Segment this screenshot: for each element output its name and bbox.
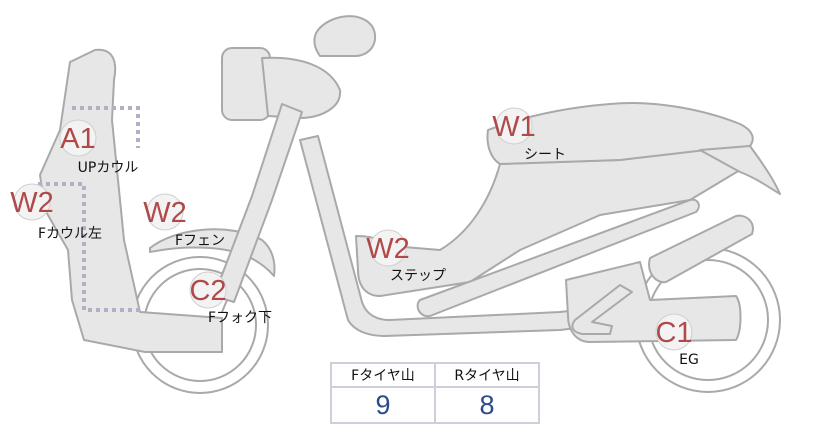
badge-c1-engine[interactable]: C1 EG	[655, 313, 699, 368]
badge-code: W2	[366, 233, 410, 265]
rear-cowl	[699, 145, 781, 195]
badge-label: Fフォク下	[208, 310, 272, 326]
badge-code: W1	[492, 111, 536, 143]
badge-code: W2	[143, 197, 187, 229]
badge-code: A1	[60, 123, 95, 155]
badge-label: Fカウル左	[38, 226, 102, 242]
rear-shock	[648, 214, 754, 284]
front-tire-header: Fタイヤ山	[330, 362, 436, 388]
front-tire-value: 9	[330, 386, 436, 424]
tire-table-header-row: Fタイヤ山 Rタイヤ山	[330, 362, 540, 388]
badge-a1-upcowl[interactable]: A1 UPカウル	[59, 119, 139, 176]
fcowl-outline	[38, 182, 140, 312]
badge-label: EG	[679, 352, 699, 368]
tire-tread-table: Fタイヤ山 Rタイヤ山 9 8	[330, 362, 540, 424]
handlebar-cover	[261, 56, 342, 119]
badge-label: シート	[524, 147, 566, 163]
badge-w2-fcowl-left[interactable]: W2 Fカウル左	[10, 183, 102, 242]
rear-tire-value: 8	[434, 386, 540, 424]
tire-table-value-row: 9 8	[330, 386, 540, 424]
rear-frame-bar	[416, 198, 700, 318]
upcowl-outline	[72, 106, 140, 148]
engine-block	[565, 261, 742, 343]
exhaust-guard	[571, 284, 633, 335]
badge-w1-seat[interactable]: W1 シート	[492, 107, 566, 163]
badge-code: C1	[655, 317, 692, 349]
rear-tire-header: Rタイヤ山	[434, 362, 540, 388]
seat	[486, 101, 754, 165]
badge-w2-ffender[interactable]: W2 Fフェン	[143, 193, 225, 249]
badge-c2-ffork-lower[interactable]: C2 Fフォク下	[189, 271, 272, 326]
badge-label: Fフェン	[175, 233, 225, 249]
badge-label: UPカウル	[78, 160, 139, 176]
badge-w2-step[interactable]: W2 ステップ	[366, 229, 446, 284]
mirror	[313, 15, 377, 57]
badge-label: ステップ	[390, 268, 446, 284]
badge-code: C2	[189, 275, 226, 307]
frame-steering	[213, 103, 303, 303]
badge-code: W2	[10, 187, 54, 219]
